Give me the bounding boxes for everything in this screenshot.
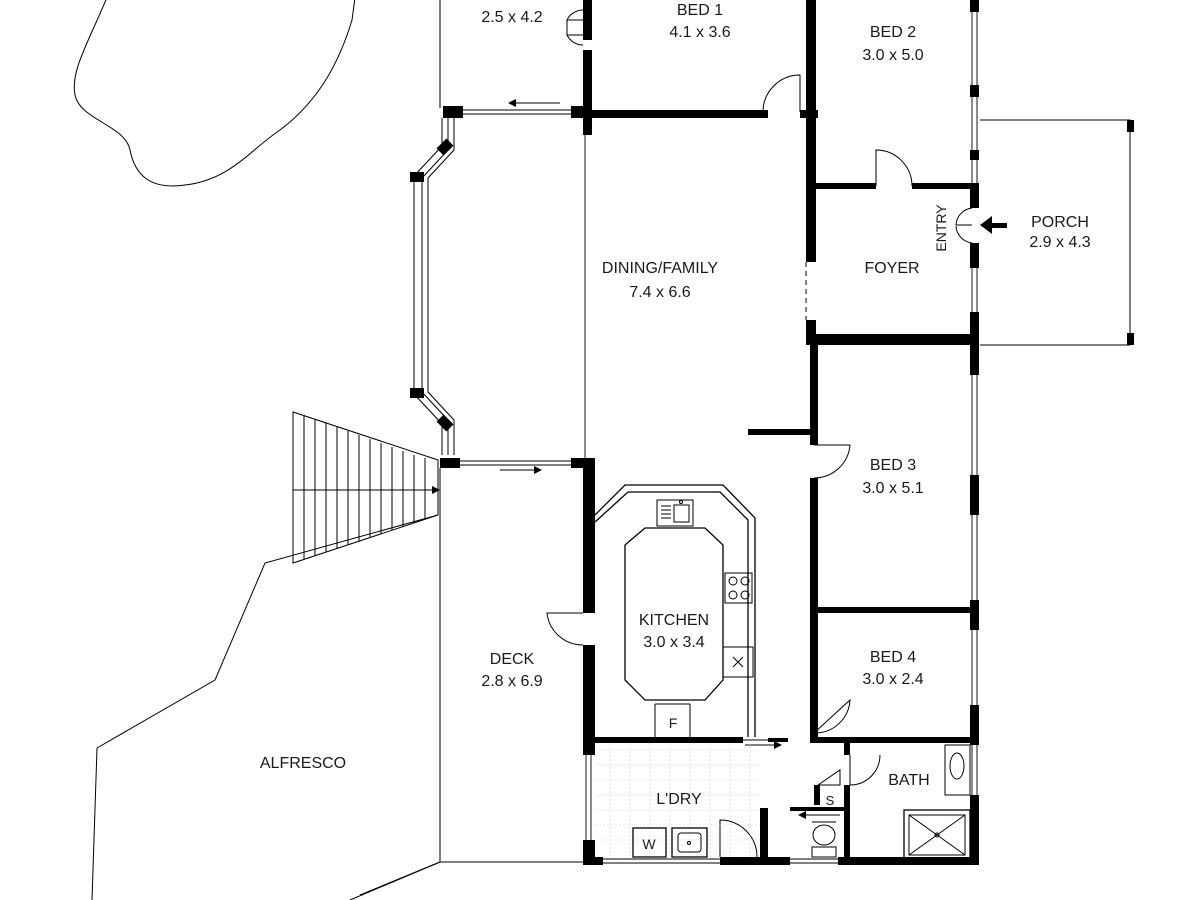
bed2-dims: 3.0 x 5.0 bbox=[862, 47, 923, 64]
bed2-name: BED 2 bbox=[870, 24, 916, 41]
fridge-label: F bbox=[669, 715, 678, 731]
laundry-floor-tiles bbox=[595, 743, 760, 857]
walls bbox=[440, 0, 979, 865]
bed4-name: BED 4 bbox=[870, 649, 916, 666]
toilet bbox=[811, 821, 837, 858]
kitchen-name: KITCHEN bbox=[639, 612, 709, 629]
door-swings bbox=[546, 9, 973, 858]
bed3-name: BED 3 bbox=[870, 457, 916, 474]
bed3-dims: 3.0 x 5.1 bbox=[862, 480, 923, 497]
oven bbox=[722, 646, 754, 678]
stairs bbox=[292, 411, 440, 564]
deck-outline bbox=[439, 468, 585, 863]
porch-name: PORCH bbox=[1031, 214, 1089, 231]
balcony-dims: 2.5 x 4.2 bbox=[481, 9, 542, 26]
shower bbox=[903, 809, 971, 861]
deck-dims: 2.8 x 6.9 bbox=[481, 673, 542, 690]
kitchen-sink bbox=[656, 499, 694, 527]
garden-bed-outline bbox=[73, 0, 356, 187]
foyer-name: FOYER bbox=[864, 260, 919, 277]
kitchen-dims: 3.0 x 3.4 bbox=[643, 634, 704, 651]
washer bbox=[632, 827, 667, 858]
deck-name: DECK bbox=[490, 651, 535, 668]
bed1-name: BED 1 bbox=[677, 2, 723, 19]
alfresco-name: ALFRESCO bbox=[260, 755, 346, 772]
entry-arrow bbox=[980, 216, 1007, 234]
porch-outline bbox=[980, 119, 1131, 346]
windows bbox=[460, 12, 978, 864]
bed4-dims: 3.0 x 2.4 bbox=[862, 671, 923, 688]
washer-label: W bbox=[642, 836, 656, 852]
dining-family-name: DINING/FAMILY bbox=[602, 260, 718, 277]
storage-label: S bbox=[826, 793, 835, 808]
bay-window bbox=[410, 118, 455, 455]
porch-dims: 2.9 x 4.3 bbox=[1029, 234, 1090, 251]
entry-name: ENTRY bbox=[933, 204, 949, 252]
kitchen-benches bbox=[594, 484, 756, 737]
laundry-tub bbox=[671, 827, 708, 858]
bath-name: BATH bbox=[888, 772, 929, 789]
bath-vanity bbox=[944, 744, 971, 796]
room-labels: 2.5 x 4.2 BED 1 4.1 x 3.6 BED 2 3.0 x 5.… bbox=[260, 2, 1091, 852]
laundry-name: L'DRY bbox=[656, 791, 702, 808]
dining-family-dims: 7.4 x 6.6 bbox=[629, 284, 690, 301]
alfresco-boundary bbox=[91, 514, 441, 900]
bed1-dims: 4.1 x 3.6 bbox=[669, 24, 730, 41]
cooktop bbox=[724, 572, 753, 604]
